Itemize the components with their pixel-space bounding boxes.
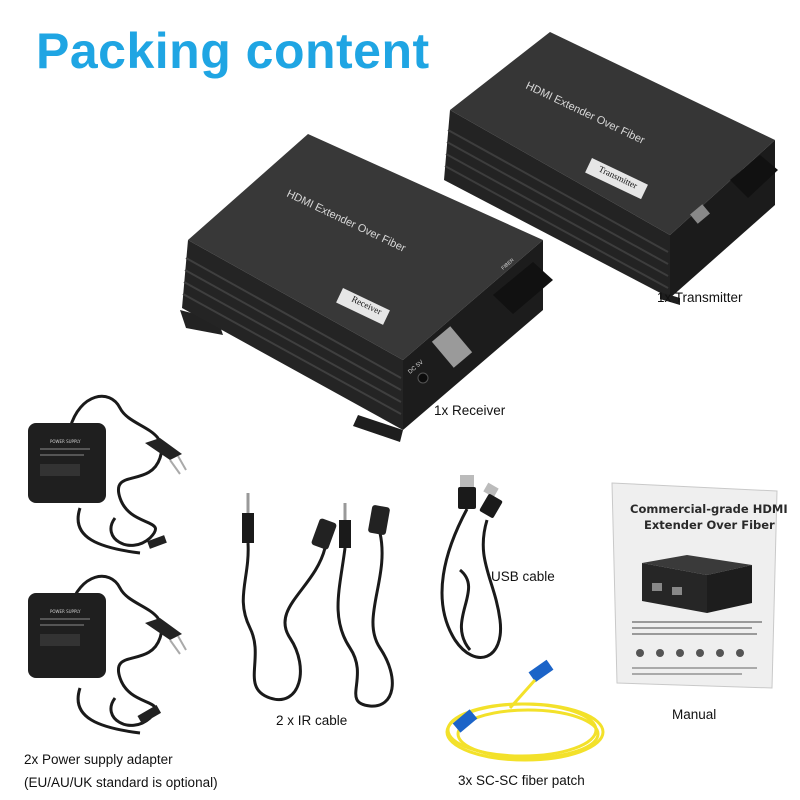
transmitter-label: 1x Transmitter [657, 290, 743, 305]
power-label: 2x Power supply adapter [24, 752, 173, 767]
power-adapter-2-text: POWER SUPPLY [50, 609, 81, 614]
page-title: Packing content [36, 23, 430, 79]
ir-cables [241, 493, 394, 708]
manual-title-line2: Extender Over Fiber [644, 518, 775, 532]
receiver-device: DC 5V FIBER HDMI Extender Over Fiber Rec… [180, 134, 553, 442]
ir-label: 2 x IR cable [276, 713, 348, 728]
fiber-label: 3x SC-SC fiber patch [458, 773, 585, 788]
power-adapter-1: POWER SUPPLY [28, 394, 187, 555]
receiver-label: 1x Receiver [434, 403, 506, 418]
usb-label: USB cable [491, 569, 555, 584]
fiber-patch [445, 659, 605, 762]
manual-title-line1: Commercial-grade HDMI [630, 502, 788, 516]
power-adapter-1-text: POWER SUPPLY [50, 439, 81, 444]
manual-label: Manual [672, 707, 717, 722]
usb-cable [440, 475, 503, 659]
power-note: (EU/AU/UK standard is optional) [24, 775, 218, 790]
transmitter-device: HDMI Extender Over Fiber Transmitter [444, 32, 778, 305]
power-adapter-2: POWER SUPPLY [28, 574, 187, 735]
manual: Commercial-grade HDMI Extender Over Fibe… [611, 482, 788, 689]
